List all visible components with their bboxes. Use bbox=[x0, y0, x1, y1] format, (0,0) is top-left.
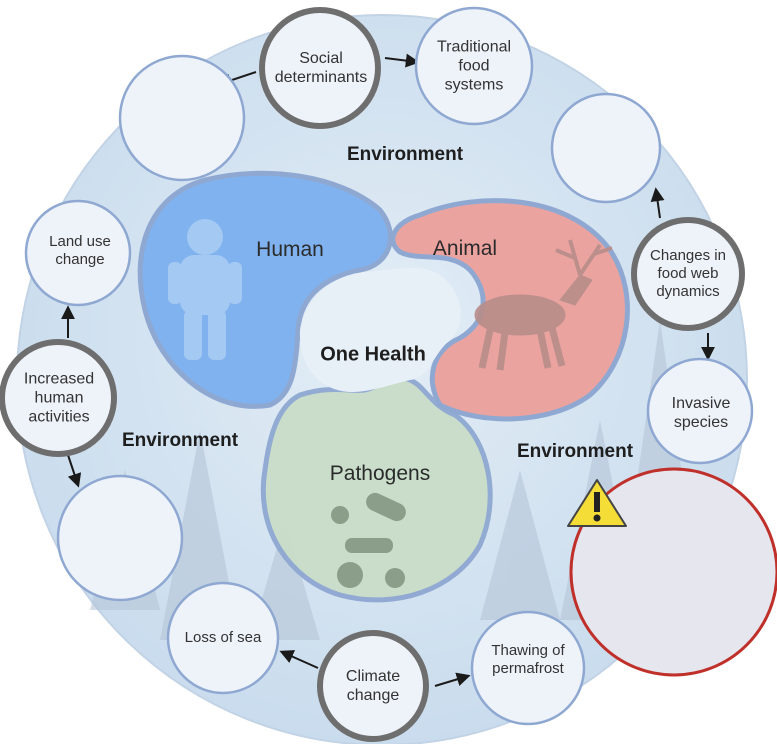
node-circles bbox=[24, 6, 754, 726]
blank-node-top-right bbox=[550, 92, 662, 204]
land-use-label: Land use change bbox=[49, 233, 111, 268]
human-figure-icon bbox=[168, 219, 242, 360]
one-health-label: One Health bbox=[320, 343, 426, 366]
reindeer-icon bbox=[474, 239, 613, 371]
blank-node-bottom-left bbox=[56, 474, 184, 602]
invasive-species-label: Invasive species bbox=[671, 395, 731, 431]
traditional-food-node bbox=[414, 6, 534, 126]
loss-of-sea-label: Loss of sea bbox=[184, 629, 262, 646]
increased-human-label: Increased human activities bbox=[23, 370, 95, 426]
climate-change-hub bbox=[317, 630, 429, 742]
hub-circles bbox=[0, 7, 745, 742]
climate-change-label: Climate change bbox=[345, 668, 401, 704]
social-determinants-label: Social determinants bbox=[274, 50, 368, 86]
environment-label-top: Environment bbox=[346, 144, 464, 165]
thawing-permafrost-label: Thawing of permafrost bbox=[491, 642, 565, 677]
social-determinants-hub bbox=[259, 7, 381, 129]
human-label: Human bbox=[256, 238, 324, 261]
animal-label: Animal bbox=[432, 237, 498, 260]
loss-of-sea-node bbox=[166, 581, 280, 695]
invasive-species-node bbox=[646, 357, 754, 465]
land-use-node bbox=[24, 199, 132, 307]
blank-node-top-left bbox=[118, 54, 246, 182]
changes-food-web-hub bbox=[631, 217, 745, 331]
increased-human-hub bbox=[0, 339, 117, 457]
environment-label-right: Environment bbox=[516, 441, 634, 462]
changes-food-web-label: Changes in food web dynamics bbox=[650, 247, 726, 300]
pathogens-label: Pathogens bbox=[329, 462, 431, 485]
environment-label-left: Environment bbox=[121, 430, 239, 451]
traditional-food-label: Traditional food systems bbox=[436, 38, 512, 94]
microbes-icon bbox=[331, 492, 406, 588]
warning-triangle-icon bbox=[567, 479, 627, 527]
thawing-permafrost-node bbox=[470, 610, 586, 726]
center-hub bbox=[299, 267, 461, 392]
